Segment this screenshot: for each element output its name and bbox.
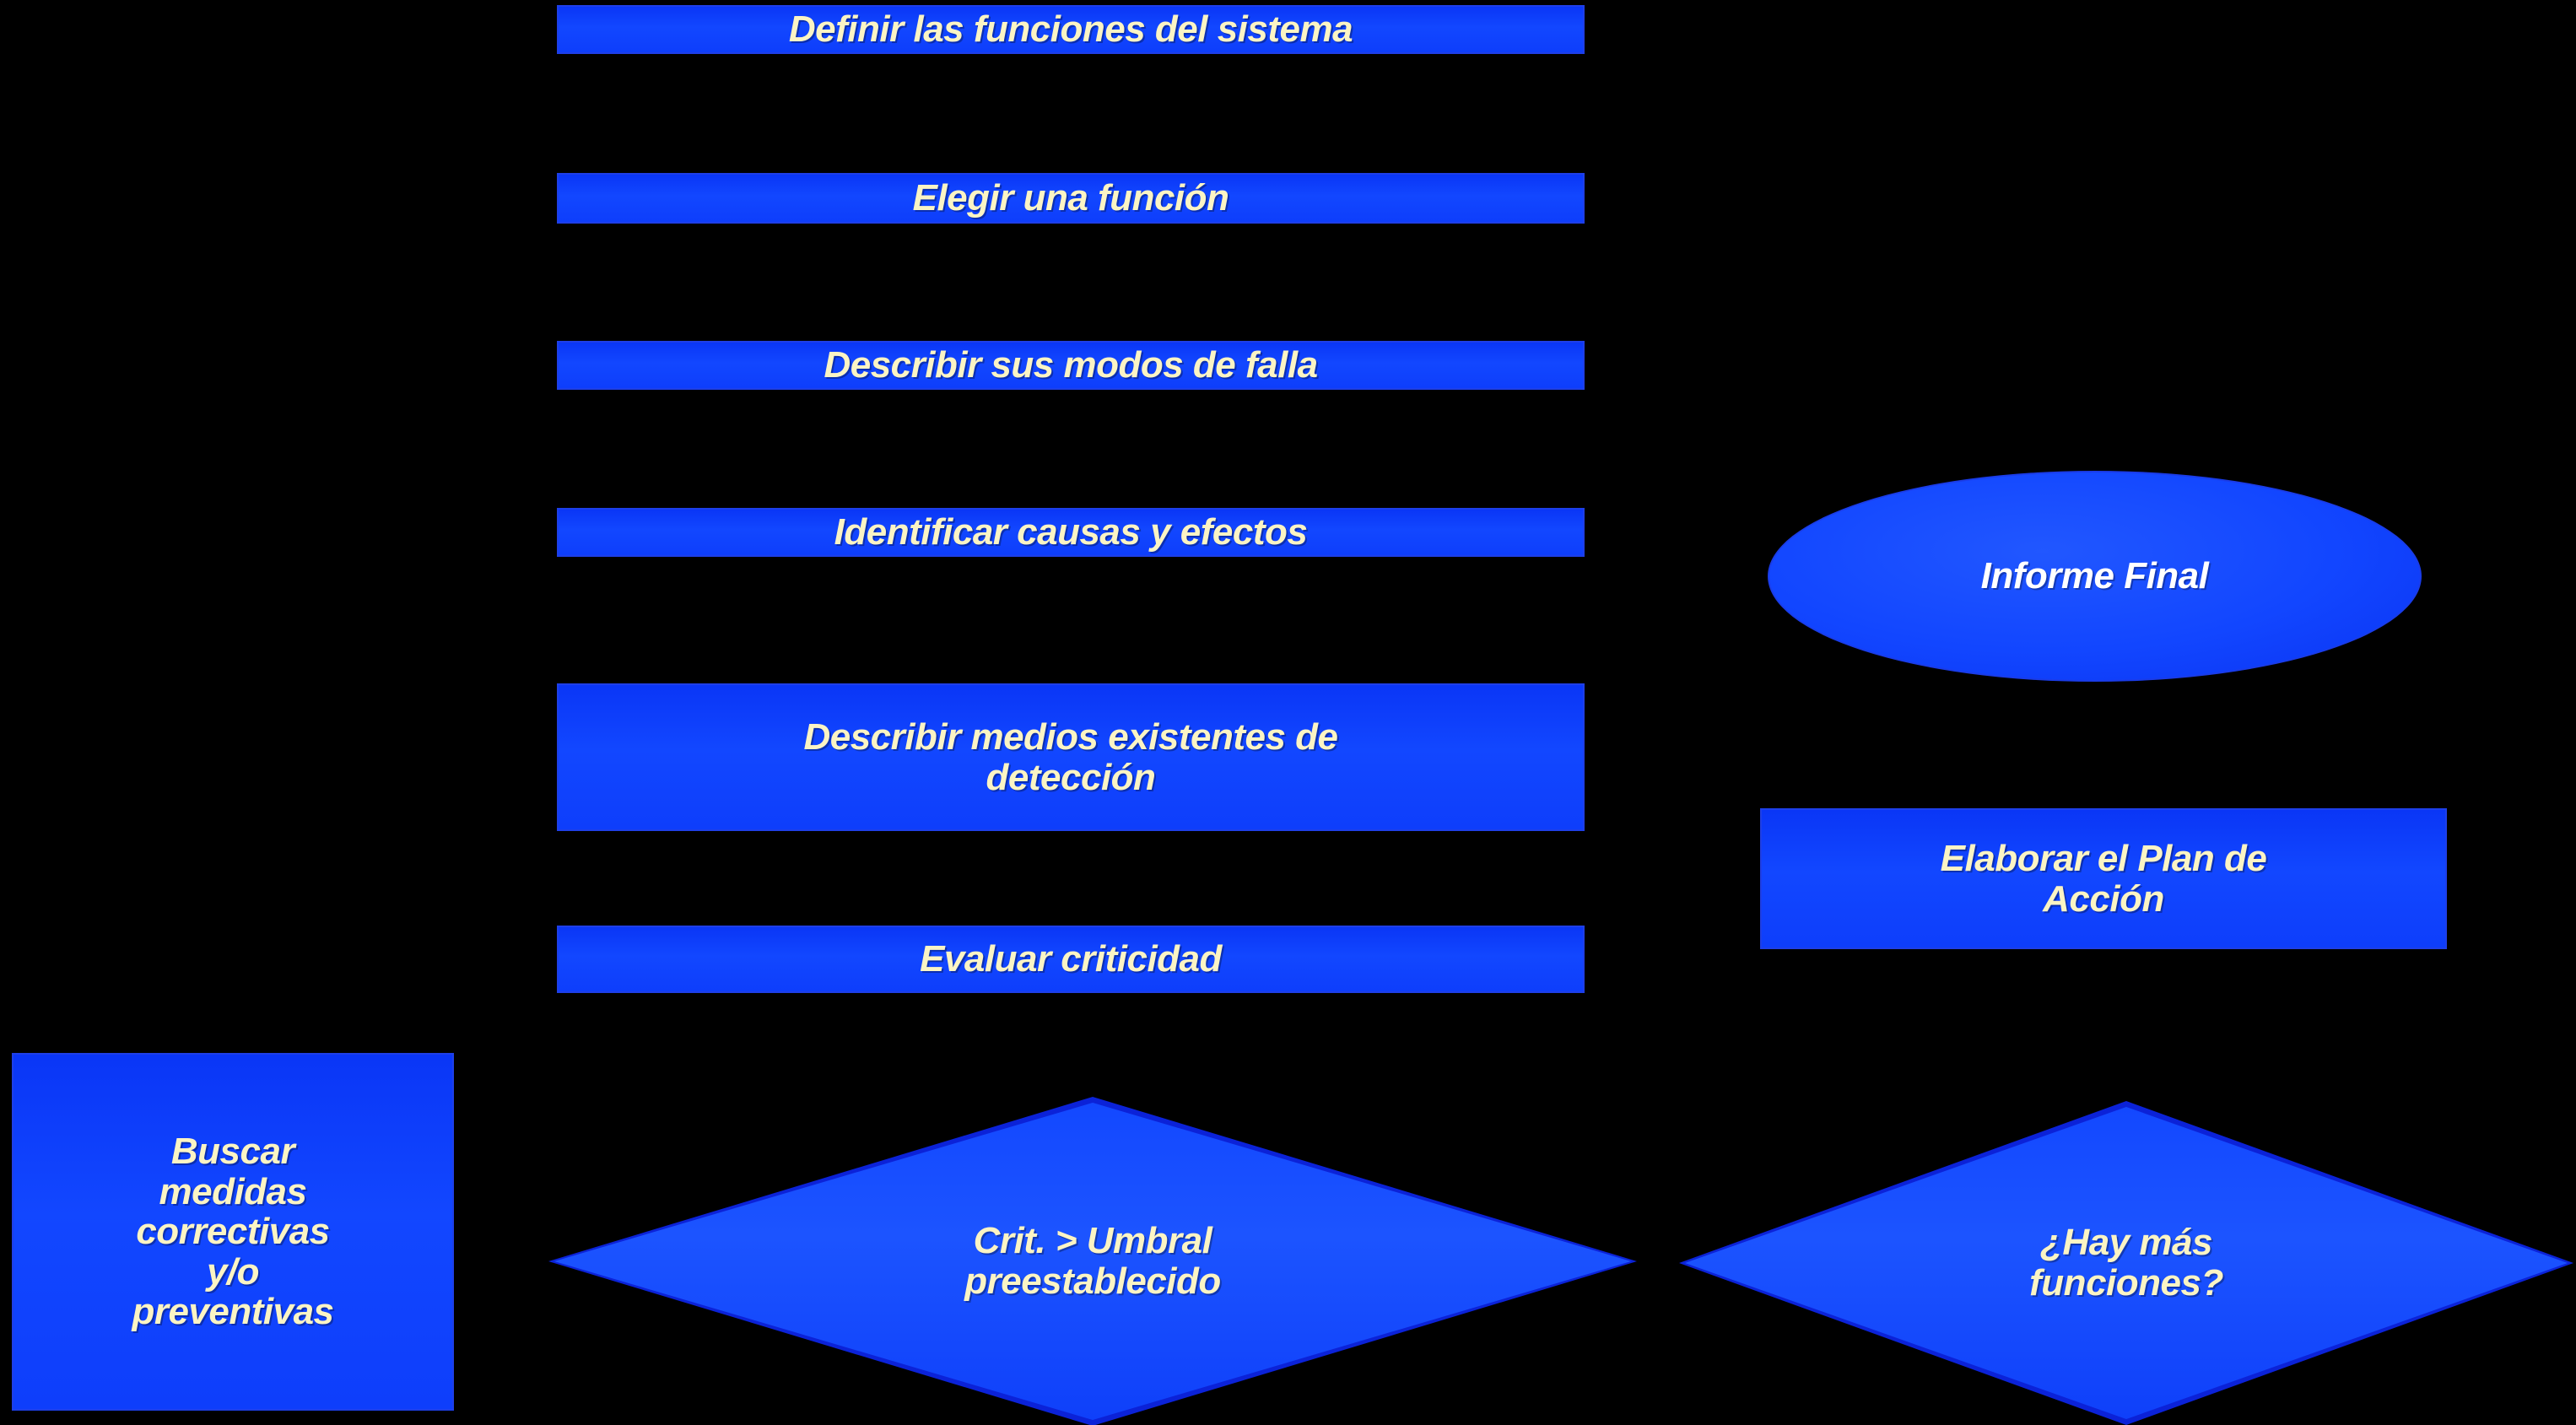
flowchart-node-crit-umbral: Crit. > Umbral preestablecido [548, 1097, 1637, 1425]
flowchart-label-identificar-causas-efectos: Identificar causas y efectos [834, 511, 1308, 553]
flowchart-node-identificar-causas-efectos: Identificar causas y efectos [557, 508, 1585, 557]
flowchart-node-elaborar-plan-accion: Elaborar el Plan de Acción [1760, 808, 2447, 949]
flowchart-node-elegir-funcion: Elegir una función [557, 173, 1585, 224]
flowchart-node-evaluar-criticidad: Evaluar criticidad [557, 926, 1585, 993]
flowchart-label-describir-medios-deteccion: Describir medios existentes de detección [803, 715, 1338, 798]
flowchart-node-buscar-medidas: Buscar medidas correctivas y/o preventiv… [12, 1053, 454, 1411]
flowchart-label-definir-funciones: Definir las funciones del sistema [788, 8, 1353, 51]
flowchart-label-elaborar-plan-accion: Elaborar el Plan de Acción [1940, 837, 2267, 920]
flowchart-label-elegir-funcion: Elegir una función [912, 177, 1229, 219]
flowchart-node-describir-modos-falla: Describir sus modos de falla [557, 341, 1585, 390]
flowchart-label-crit-umbral: Crit. > Umbral preestablecido [964, 1220, 1221, 1302]
flowchart-node-describir-medios-deteccion: Describir medios existentes de detección [557, 683, 1585, 831]
flowchart-label-evaluar-criticidad: Evaluar criticidad [920, 938, 1222, 980]
flowchart-label-buscar-medidas: Buscar medidas correctivas y/o preventiv… [132, 1131, 334, 1333]
flowchart-node-informe-final: Informe Final [1768, 471, 2422, 682]
flowchart-node-definir-funciones: Definir las funciones del sistema [557, 5, 1585, 54]
flowchart-label-hay-mas-funciones: ¿Hay más funciones? [2029, 1222, 2223, 1304]
flowchart-label-describir-modos-falla: Describir sus modos de falla [824, 344, 1318, 386]
flowchart-label-informe-final: Informe Final [1980, 555, 2209, 597]
flowchart-node-hay-mas-funciones: ¿Hay más funciones? [1679, 1101, 2573, 1425]
